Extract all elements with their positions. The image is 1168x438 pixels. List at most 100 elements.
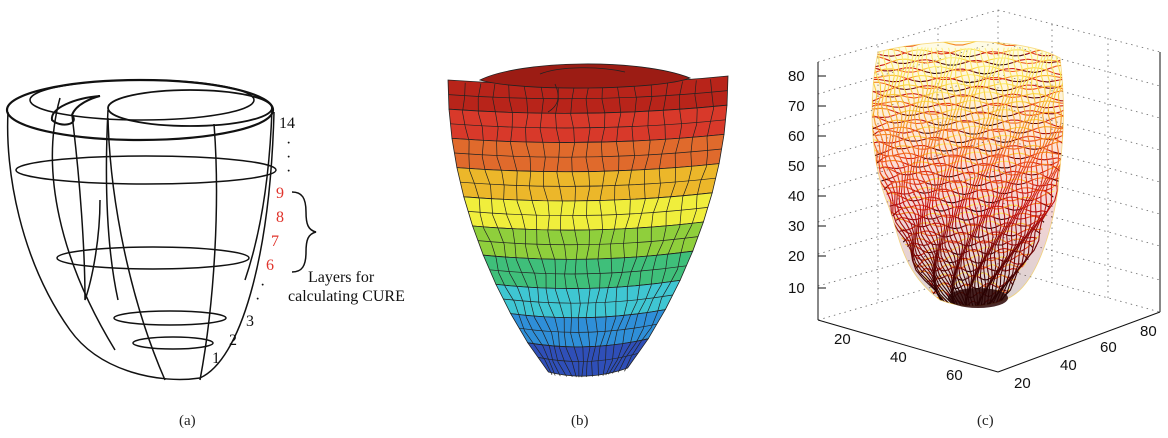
z-tick-30: 30 (788, 218, 805, 235)
wire-meridian (940, 47, 967, 307)
annotation-line-1: Layers for (308, 269, 375, 286)
mesh-row-line (448, 90, 728, 100)
z-tick-40: 40 (788, 188, 805, 205)
wire-meridian (921, 47, 956, 306)
mesh-row-line (454, 148, 722, 158)
mesh-row-line (468, 207, 708, 216)
layer-label-2: 2 (229, 332, 237, 349)
z-tick-60: 60 (788, 128, 805, 145)
mesh-meridian-line (523, 84, 573, 378)
panel-a-heart-wireframe (5, 78, 277, 381)
dot-1: · (286, 135, 291, 152)
mesh-top-lid (478, 63, 692, 89)
dot-2: · (286, 149, 291, 166)
wire-contour (889, 194, 1051, 208)
z-tick-20: 20 (788, 248, 805, 265)
wire-contour (890, 209, 1050, 221)
plot-axes (817, 52, 1161, 373)
wire-meridian (988, 46, 1043, 305)
layer-label-14: 14 (279, 115, 295, 132)
panel-b-colored-mesh (447, 63, 729, 378)
wire-contour (878, 160, 1062, 173)
wire-meridian (976, 47, 1010, 306)
wire-meridian (984, 47, 1024, 306)
mesh-meridian-line (624, 79, 714, 372)
mesh-meridian-line (602, 83, 637, 376)
wire-meridian (988, 46, 1034, 306)
mesh-meridian-line (539, 85, 577, 378)
mesh-meridian-line (605, 83, 653, 376)
wire-meridian (897, 46, 955, 305)
wire-meridian (969, 47, 981, 307)
wire-contour (897, 224, 1043, 238)
x-tick-20: 20 (834, 331, 851, 348)
mesh-row-line (460, 177, 716, 187)
wire-meridian (878, 45, 944, 304)
mesh-meridian-line (570, 85, 584, 378)
wire-meridian (974, 47, 991, 306)
wire-meridian (987, 45, 1053, 305)
wire-contour (872, 125, 1064, 138)
wire-meridian (955, 47, 969, 307)
wire-meridian (892, 46, 953, 305)
mesh-meridian-line (585, 84, 591, 378)
layer-brace (291, 191, 317, 273)
wire-meridian (977, 47, 1014, 306)
wire-meridian (930, 47, 962, 306)
wire-meridian (902, 46, 956, 306)
wire-meridian (882, 45, 947, 305)
layer-label-6: 6 (266, 257, 274, 274)
z-tick-80: 80 (788, 68, 805, 85)
y-tick-20: 20 (1014, 375, 1031, 392)
mesh-meridian-line (492, 84, 561, 377)
wire-meridian (935, 47, 965, 306)
mesh-gridlines (448, 79, 728, 378)
wire-meridian (976, 47, 1005, 306)
mesh-meridian-line (597, 84, 622, 377)
wire-contour (926, 271, 1014, 286)
layer-label-7: 7 (271, 233, 279, 250)
wire-meridian (1000, 41, 1064, 301)
mesh-row-line (489, 265, 687, 275)
wire-contour (872, 108, 1064, 122)
mesh-meridian-line (612, 81, 683, 374)
wire-meridian (992, 45, 1062, 304)
wire-meridian (967, 47, 976, 307)
z-tick-10: 10 (788, 280, 805, 297)
layer-label-8: 8 (276, 209, 284, 226)
layer-label-9: 9 (276, 185, 284, 202)
wire-contour (911, 246, 1029, 260)
layer-label-3: 3 (246, 313, 254, 330)
apex-dark (948, 288, 1008, 308)
mesh-meridian-line (462, 82, 553, 375)
wire-meridian (873, 44, 943, 304)
wire-meridian (925, 47, 959, 306)
dot-3: · (286, 163, 291, 180)
wire-meridian (916, 47, 955, 306)
dot-4: · (260, 277, 265, 294)
layer-label-1: 1 (212, 350, 220, 367)
x-tick-60: 60 (946, 367, 963, 384)
panel-c-3d-plot: 80 70 60 50 40 30 20 10 20 40 60 20 40 6… (788, 9, 1161, 392)
wire-meridian (945, 47, 967, 306)
wire-meridian (987, 46, 1048, 305)
z-tick-50: 50 (788, 158, 805, 175)
wire-meridian (976, 47, 1000, 307)
wire-meridian (872, 43, 943, 303)
wire-contour (872, 117, 1064, 131)
mesh-meridian-line (508, 84, 567, 377)
wire-meridian (872, 44, 943, 303)
wire-meridian (988, 46, 1039, 306)
y-tick-40: 40 (1060, 357, 1077, 374)
y-tick-60: 60 (1100, 339, 1117, 356)
mesh-meridian-line (608, 82, 669, 375)
wire-meridian (980, 47, 1019, 306)
caption-a: (a) (179, 413, 196, 429)
wire-meridian (971, 47, 986, 307)
heat-wireframe-heart (872, 41, 1064, 307)
wire-meridian (887, 46, 950, 305)
mesh-row-line (477, 236, 699, 246)
mesh-meridian-line (555, 85, 580, 378)
panel-a-layer-labels: 14 · · · 9 8 7 6 · · 3 2 1 (212, 115, 295, 367)
